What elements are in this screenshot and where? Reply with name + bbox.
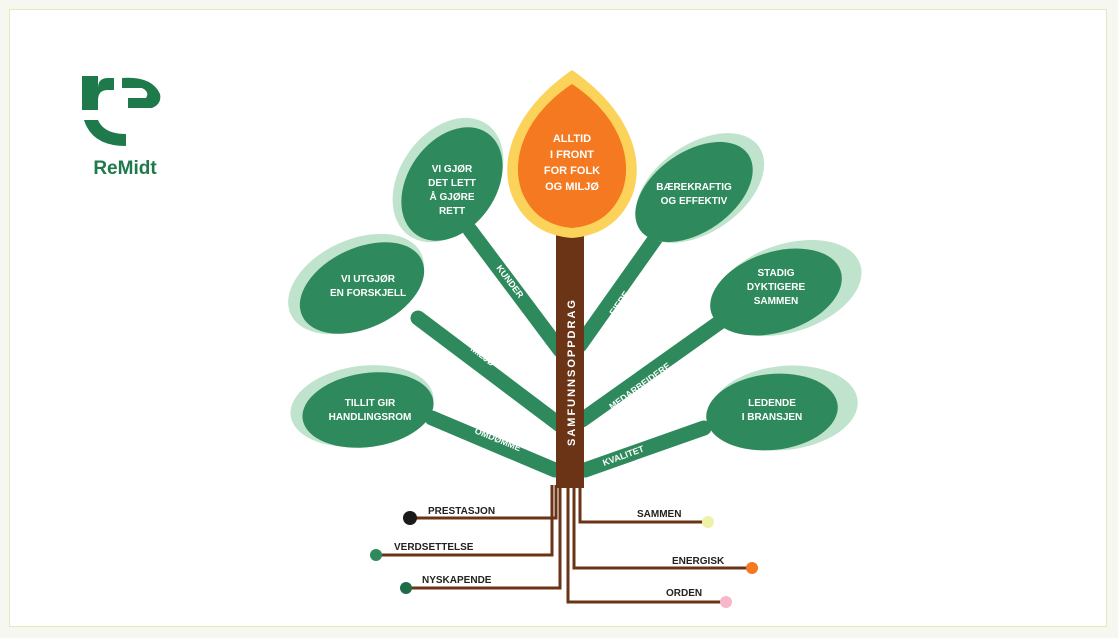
branch-kvalitet <box>577 420 712 478</box>
top-leaf-line-3: FOR FOLK <box>544 165 600 177</box>
leaf-left-bottom-line-1: TILLIT GIR <box>345 398 396 409</box>
root-label-nyskapende: NYSKAPENDE <box>422 575 492 586</box>
trunk-label: SAMFUNNSOPPDRAG <box>566 298 578 446</box>
trunk <box>556 228 584 488</box>
branch-eiere <box>572 224 668 353</box>
leaf-left-bottom: TILLIT GIR HANDLINGSROM <box>290 365 434 448</box>
root-line-prestasjon <box>410 485 558 520</box>
leaf-right-bottom-line-1: LEDENDE <box>748 398 796 409</box>
root-dot-energisk <box>746 562 758 574</box>
root-dot-verdsettelse <box>370 549 382 561</box>
leaf-left-bottom-body <box>302 372 434 448</box>
leaf-right-bottom-line-2: I BRANSJEN <box>742 412 803 423</box>
leaf-left-top-body <box>401 127 503 241</box>
leaf-left-top-line-2: DET LETT <box>428 178 476 189</box>
top-leaf-line-2: I FRONT <box>550 149 594 161</box>
leaf-right-mid-line-1: STADIG <box>757 268 794 279</box>
branch-miljo <box>410 310 568 433</box>
leaf-left-top-line-4: RETT <box>439 206 465 217</box>
leaf-left-top-line-1: VI GJØR <box>432 164 473 175</box>
root-line-sammen <box>578 485 708 524</box>
root-label-energisk: ENERGISK <box>672 556 725 567</box>
root-label-sammen: SAMMEN <box>637 509 681 520</box>
roots <box>376 485 752 604</box>
leaf-left-mid-body <box>299 242 425 334</box>
leaf-right-mid-body <box>710 248 842 336</box>
logo-wordmark: ReMidt <box>93 158 157 179</box>
leaf-left-mid-line-2: EN FORSKJELL <box>330 288 406 299</box>
remidt-logo: ReMidt <box>70 66 180 186</box>
root-line-nyskapende <box>406 485 562 590</box>
branches <box>410 222 728 478</box>
root-line-orden <box>566 485 726 604</box>
leaf-left-top: VI GJØR DET LETT Å GJØRE RETT <box>392 117 504 243</box>
leaf-left-top-line-3: Å GJØRE <box>429 190 474 203</box>
leaf-left-bottom-line-2: HANDLINGSROM <box>329 412 412 423</box>
leaf-right-top-body <box>635 141 753 243</box>
root-dot-nyskapende <box>400 582 412 594</box>
branch-kunder <box>462 222 568 358</box>
leaf-right-mid-line-2: DYKTIGERE <box>747 282 806 293</box>
leaf-right-top-line-1: BÆREKRAFTIG <box>656 182 732 193</box>
root-dot-orden <box>720 596 732 608</box>
root-dot-prestasjon <box>403 511 417 525</box>
flame-top-leaf <box>517 84 627 228</box>
leaf-left-mid: VI UTGJØR EN FORSKJELL <box>288 233 425 335</box>
root-label-verdsettelse: VERDSETTELSE <box>394 542 474 553</box>
leaf-left-mid-line-1: VI UTGJØR <box>341 274 396 285</box>
leaf-right-top-line-2: OG EFFEKTIV <box>661 196 728 207</box>
leaf-right-top: BÆREKRAFTIG OG EFFEKTIV <box>635 133 765 243</box>
leaf-right-mid: STADIG DYKTIGERE SAMMEN <box>710 240 862 336</box>
root-line-energisk <box>572 485 752 570</box>
branch-medarbeidere <box>574 314 728 428</box>
root-line-verdsettelse <box>376 485 554 557</box>
root-label-prestasjon: PRESTASJON <box>428 506 495 517</box>
leaf-right-mid-line-3: SAMMEN <box>754 296 798 307</box>
top-leaf-line-4: OG MILJØ <box>545 181 599 193</box>
branch-omdomme <box>424 410 563 478</box>
root-dot-sammen <box>702 516 714 528</box>
remidt-logo-mark <box>82 76 161 146</box>
top-leaf-text: ALLTID I FRONT FOR FOLK OG MILJØ <box>544 133 600 193</box>
leaf-right-bottom: LEDENDE I BRANSJEN <box>706 365 858 451</box>
top-leaf-line-1: ALLTID <box>553 133 591 145</box>
root-label-orden: ORDEN <box>666 588 702 599</box>
leaf-right-bottom-body <box>706 373 838 451</box>
